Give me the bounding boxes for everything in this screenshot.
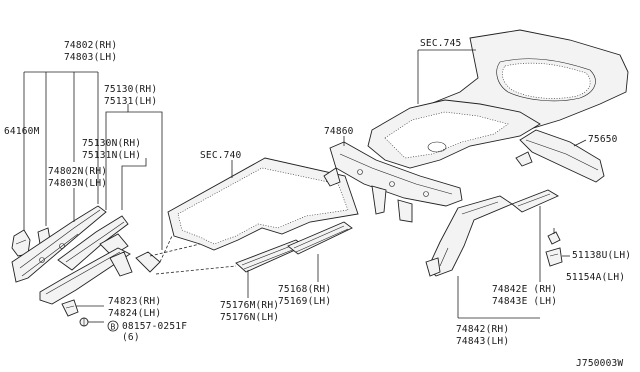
label-sec-745: SEC.745 <box>420 38 461 49</box>
label-74842e-rh: 74842E (RH) <box>492 284 557 295</box>
label-74802-rh: 74802(RH) <box>64 40 117 51</box>
dashed-guide-lines <box>149 235 237 275</box>
label-51138u-lh: 51138U(LH) <box>572 250 631 261</box>
label-74803n-lh: 74803N(LH) <box>48 178 107 189</box>
label-75650: 75650 <box>588 134 618 145</box>
bolt-marker: B <box>107 320 119 332</box>
label-74860: 74860 <box>324 126 354 137</box>
label-74823-rh: 74823(RH) <box>108 296 161 307</box>
floor-member-75168 <box>287 221 353 255</box>
label-74803-lh: 74803(LH) <box>64 52 117 63</box>
label-75168-rh: 75168(RH) <box>278 284 331 295</box>
rear-floor-front-panel <box>367 99 541 169</box>
label-74824-lh: 74824(LH) <box>108 308 161 319</box>
bolt-marker-letter: B <box>110 323 115 332</box>
label-08157-0251f: 08157-0251F <box>122 321 187 332</box>
label-74802n-rh: 74802N(RH) <box>48 166 107 177</box>
label-75131n-lh: 75131N(LH) <box>82 150 141 161</box>
label-75169-lh: 75169(LH) <box>278 296 331 307</box>
bracket-74823 <box>61 299 79 317</box>
rear-member-75650 <box>515 129 605 183</box>
cross-member-74860 <box>323 141 463 223</box>
label-74842-rh: 74842(RH) <box>456 324 509 335</box>
rear-side-member-74842e <box>511 189 559 213</box>
label-75130-rh: 75130(RH) <box>104 84 157 95</box>
front-side-member-75130n <box>57 215 129 271</box>
label-51154a-lh: 51154A(LH) <box>566 272 625 283</box>
clip-51154a <box>545 247 563 267</box>
clip-51138u <box>547 228 561 245</box>
label-74843e-lh: 74843E (LH) <box>492 296 557 307</box>
label-sec-740: SEC.740 <box>200 150 242 161</box>
diagram-code: J750003W <box>576 358 623 369</box>
label-75130n-rh: 75130N(RH) <box>82 138 141 149</box>
label-74843-lh: 74843(LH) <box>456 336 509 347</box>
label-08157-qty: (6) <box>122 332 140 343</box>
label-64160m: 64160M <box>4 126 40 137</box>
rear-side-member-74842 <box>425 195 513 277</box>
front-side-member-74802n <box>11 205 107 283</box>
callout-labels: 74802(RH) 74803(LH) 75130(RH) 75131(LH) … <box>4 38 631 369</box>
front-side-member-75130 <box>39 247 161 305</box>
label-75176m-rh: 75176M(RH) <box>220 300 279 311</box>
bolt-08157 <box>79 317 89 327</box>
label-75176n-lh: 75176N(LH) <box>220 312 279 323</box>
label-75131-lh: 75131(LH) <box>104 96 157 107</box>
leader-lines <box>23 49 587 323</box>
